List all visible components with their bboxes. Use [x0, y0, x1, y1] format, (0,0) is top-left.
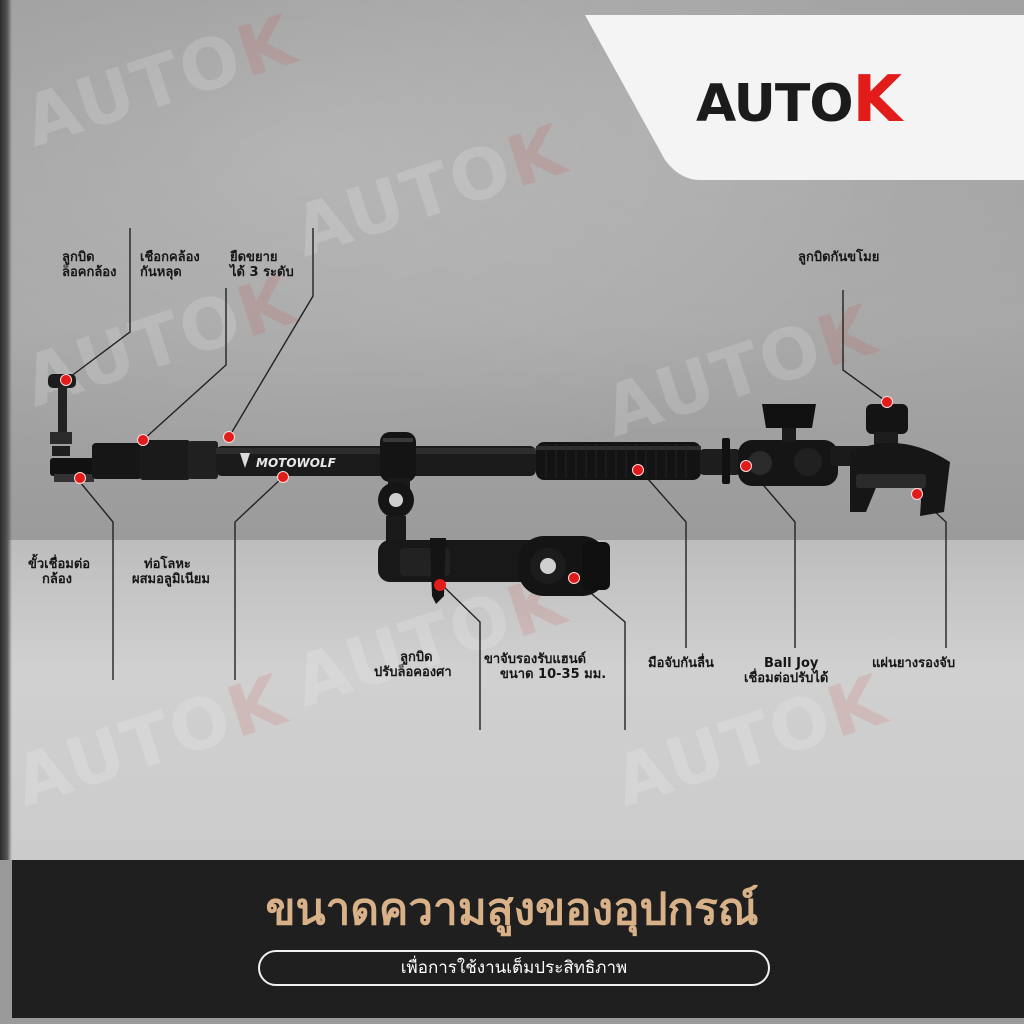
marker-dot	[881, 396, 893, 408]
logo-text: AUTOK	[696, 63, 902, 137]
ball-joint-clamp	[738, 404, 950, 516]
logo-k-letter: K	[852, 63, 903, 137]
left-edge-shadow	[0, 0, 12, 860]
label-rubber-pad: แผ่นยางรองจับ	[872, 656, 956, 671]
autok-logo: AUTOK	[696, 63, 902, 137]
marker-dot	[911, 488, 923, 500]
label-anti-theft-knob: ลูกบิดกันขโมย	[798, 250, 880, 265]
label-adjust-knob: ลูกบิดปรับล็อคองศา	[374, 650, 452, 680]
marker-dot	[223, 431, 235, 443]
extension-pole	[92, 438, 740, 484]
logo-panel	[585, 15, 1024, 180]
marker-dot	[632, 464, 644, 476]
label-extendable: ยืดขยายได้ 3 ระดับ	[230, 250, 294, 280]
marker-dot	[60, 374, 72, 386]
label-camera-connector: ขั้วเชื่อมต่อกล้อง	[28, 557, 91, 587]
banner-subtitle: เพื่อการใช้งานเต็มประสิทธิภาพ	[400, 958, 628, 978]
banner-title: ขนาดความสูงของอุปกรณ์	[265, 884, 759, 935]
label-aluminum-tube: ท่อโลหะผสมอลูมิเนียม	[132, 557, 210, 587]
mid-clamp	[378, 432, 610, 604]
label-camera-lock-knob: ลูกบิดล็อคกล้อง	[62, 250, 117, 280]
banner-subtitle-pill	[258, 950, 770, 986]
camera-mount	[48, 374, 94, 482]
label-safety-lanyard: เชือกคล้องกันหลุด	[140, 250, 200, 280]
marker-dot	[740, 460, 752, 472]
marker-dot	[74, 472, 86, 484]
label-anti-slip-grip: มือจับกันลื่น	[648, 656, 714, 671]
grip-texture	[545, 444, 687, 478]
pole-brand-mark: MOTOWOLF	[256, 456, 337, 470]
marker-dot	[568, 572, 580, 584]
bottom-banner	[12, 860, 1024, 1018]
marker-dot	[137, 434, 149, 446]
floor-background	[0, 540, 1024, 860]
marker-dot	[277, 471, 289, 483]
label-handlebar-clamp: ขาจับรองรับแฮนด์ขนาด 10-35 มม.	[484, 652, 607, 682]
motowolf-logo-icon	[240, 453, 250, 468]
